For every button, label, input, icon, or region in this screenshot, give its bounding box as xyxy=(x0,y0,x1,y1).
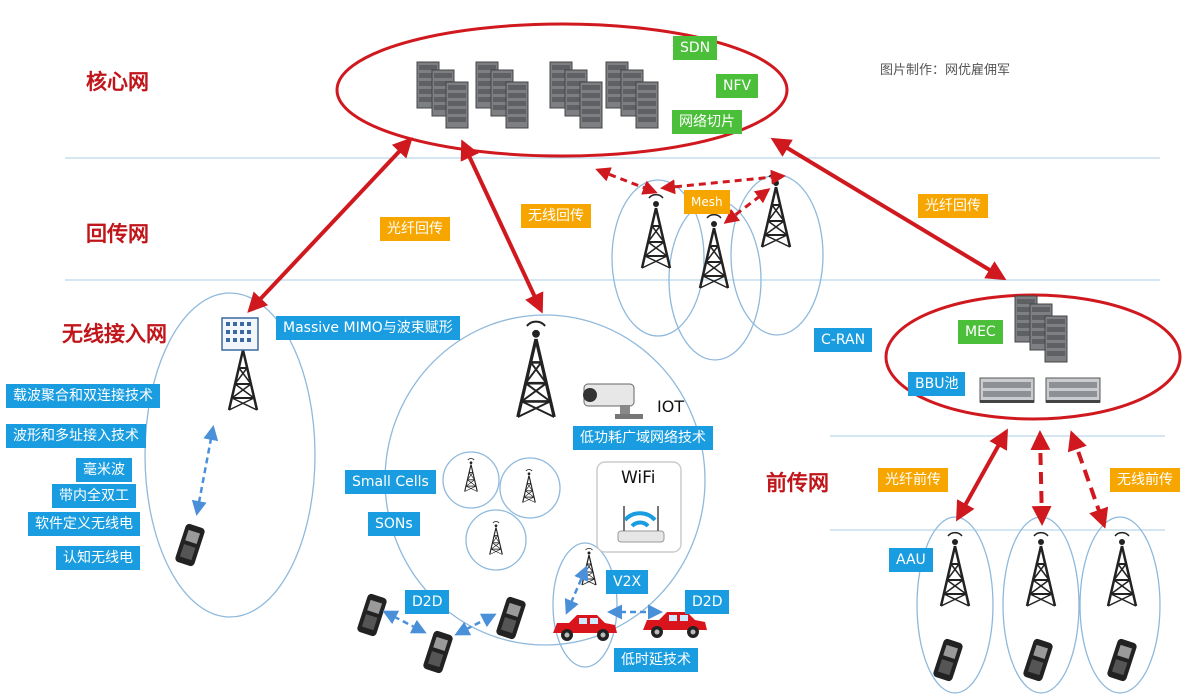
core-server-farm xyxy=(416,61,659,129)
tag-sdn: SDN xyxy=(673,36,718,60)
tech-mmwave: 毫米波 xyxy=(76,458,132,482)
wifi-router-icon xyxy=(596,461,682,553)
label-fiber-backhaul-right: 光纤回传 xyxy=(918,194,988,218)
tag-network-slicing: 网络切片 xyxy=(672,110,742,134)
iot-camera-icon xyxy=(583,383,643,419)
mesh-arrows xyxy=(595,167,786,224)
label-massive-mimo: Massive MIMO与波束赋形 xyxy=(276,316,460,340)
label-mec: MEC xyxy=(958,320,1003,344)
tag-nfv: NFV xyxy=(716,74,759,98)
layer-backhaul: 回传网 xyxy=(86,222,149,246)
layer-fronthaul: 前传网 xyxy=(766,471,829,495)
tech-carrier-aggregation: 载波聚合和双连接技术 xyxy=(6,384,160,408)
mec-servers xyxy=(1014,295,1068,363)
cran-ellipse xyxy=(884,293,1182,421)
fiber-arrows xyxy=(247,137,1008,522)
credit-text: 图片制作：网优雇佣军 xyxy=(880,63,1011,78)
label-wireless-backhaul: 无线回传 xyxy=(521,204,591,228)
label-v2x: V2X xyxy=(606,570,649,594)
bbu-racks xyxy=(979,377,1101,404)
label-mesh: Mesh xyxy=(684,190,730,214)
label-wifi: WiFi xyxy=(621,468,656,488)
layer-access: 无线接入网 xyxy=(62,322,167,346)
device-links xyxy=(191,425,663,636)
label-d2d-right: D2D xyxy=(685,590,730,614)
tech-waveform-multiple-access: 波形和多址接入技术 xyxy=(6,424,146,448)
cars xyxy=(553,612,707,641)
label-small-cells: Small Cells xyxy=(345,470,436,494)
label-iot: IOT xyxy=(657,397,685,416)
wireless-arrows xyxy=(1030,430,1109,529)
label-d2d-left: D2D xyxy=(405,590,450,614)
tech-full-duplex: 带内全双工 xyxy=(52,484,136,508)
mimo-antenna-panel xyxy=(221,317,259,351)
label-low-latency: 低时延技术 xyxy=(614,648,698,672)
label-bbu-pool: BBU池 xyxy=(908,372,966,396)
layer-core: 核心网 xyxy=(86,70,149,94)
label-aau: AAU xyxy=(889,548,933,572)
tech-software-defined-radio: 软件定义无线电 xyxy=(28,512,140,536)
label-sons: SONs xyxy=(368,512,420,536)
label-fiber-fronthaul: 光纤前传 xyxy=(878,468,948,492)
tech-cognitive-radio: 认知无线电 xyxy=(56,546,140,570)
label-wireless-fronthaul: 无线前传 xyxy=(1110,468,1180,492)
label-lpwan: 低功耗广域网络技术 xyxy=(573,426,713,450)
core-network-ellipse xyxy=(335,22,789,158)
label-cran: C-RAN xyxy=(814,328,873,352)
label-fiber-backhaul: 光纤回传 xyxy=(380,217,450,241)
